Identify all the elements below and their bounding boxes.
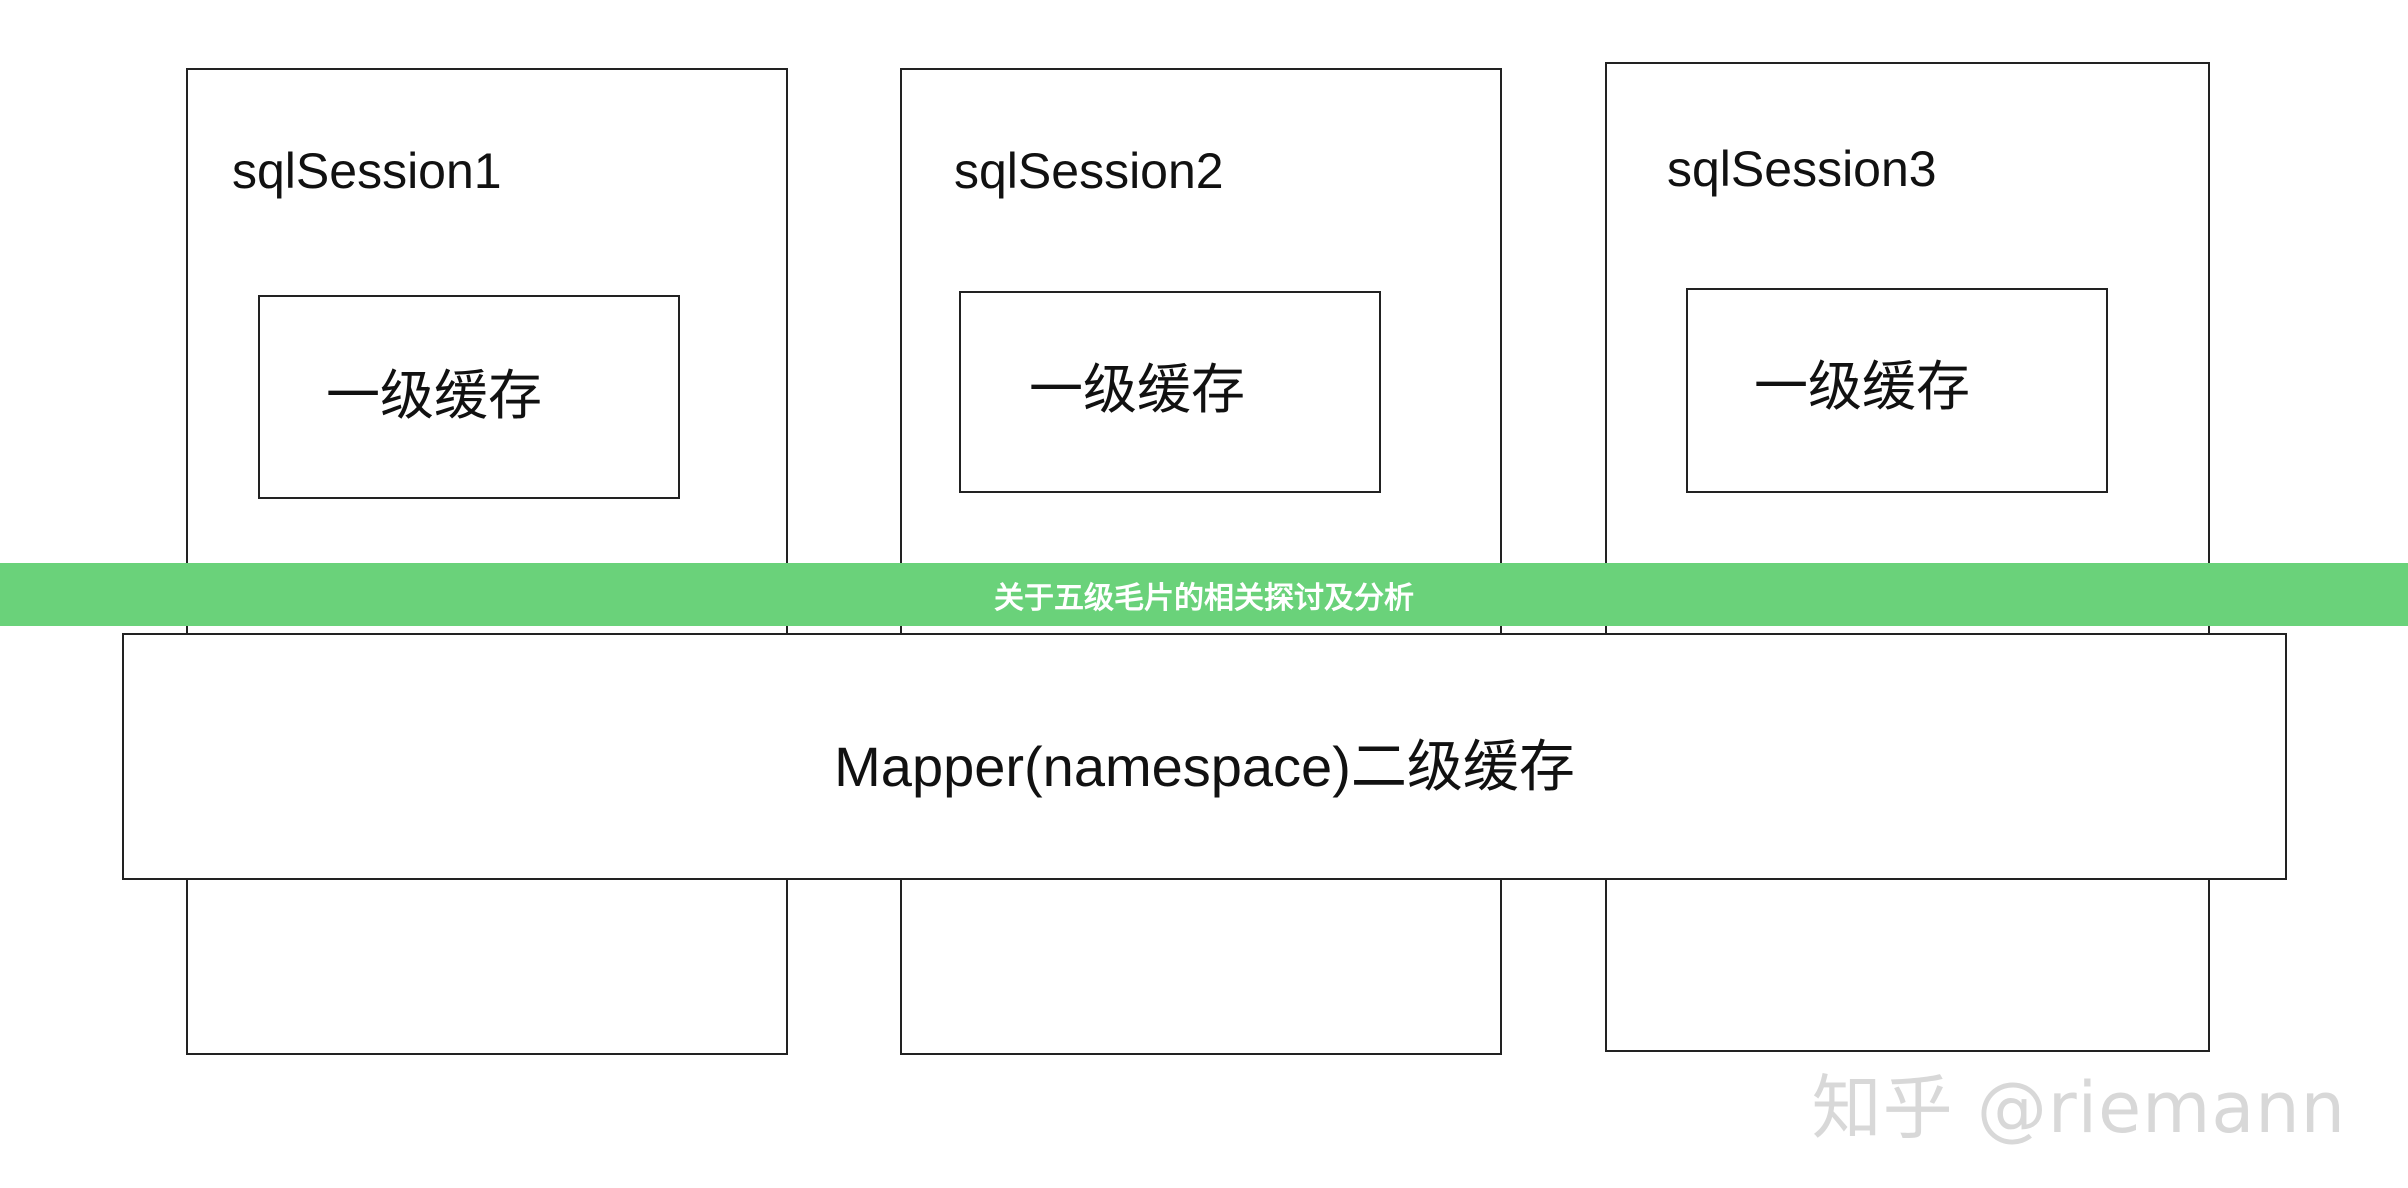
watermark: 知乎 @riemann [1811, 1067, 2346, 1149]
first-level-cache-1-box: 一级缓存 [258, 295, 680, 499]
first-level-cache-3-box: 一级缓存 [1686, 288, 2108, 493]
first-level-cache-3-label: 一级缓存 [1754, 357, 1970, 417]
sql-session-2-box: sqlSession2 [900, 68, 1502, 1055]
mapper-second-level-cache-box: Mapper(namespace)二级缓存 [122, 633, 2287, 880]
sql-session-3-title: sqlSession3 [1667, 141, 1937, 197]
sql-session-1-title: sqlSession1 [232, 143, 502, 199]
title-banner: 关于五级毛片的相关探讨及分析 [0, 563, 2408, 626]
first-level-cache-2-label: 一级缓存 [1029, 360, 1245, 420]
first-level-cache-2-box: 一级缓存 [959, 291, 1381, 493]
first-level-cache-1-label: 一级缓存 [326, 366, 542, 426]
banner-text: 关于五级毛片的相关探讨及分析 [994, 580, 1414, 616]
sql-session-1-box: sqlSession1 [186, 68, 788, 1055]
sql-session-2-title: sqlSession2 [954, 143, 1224, 199]
sql-session-3-box: sqlSession3 [1605, 62, 2210, 1052]
mapper-second-level-cache-label: Mapper(namespace)二级缓存 [834, 735, 1575, 798]
